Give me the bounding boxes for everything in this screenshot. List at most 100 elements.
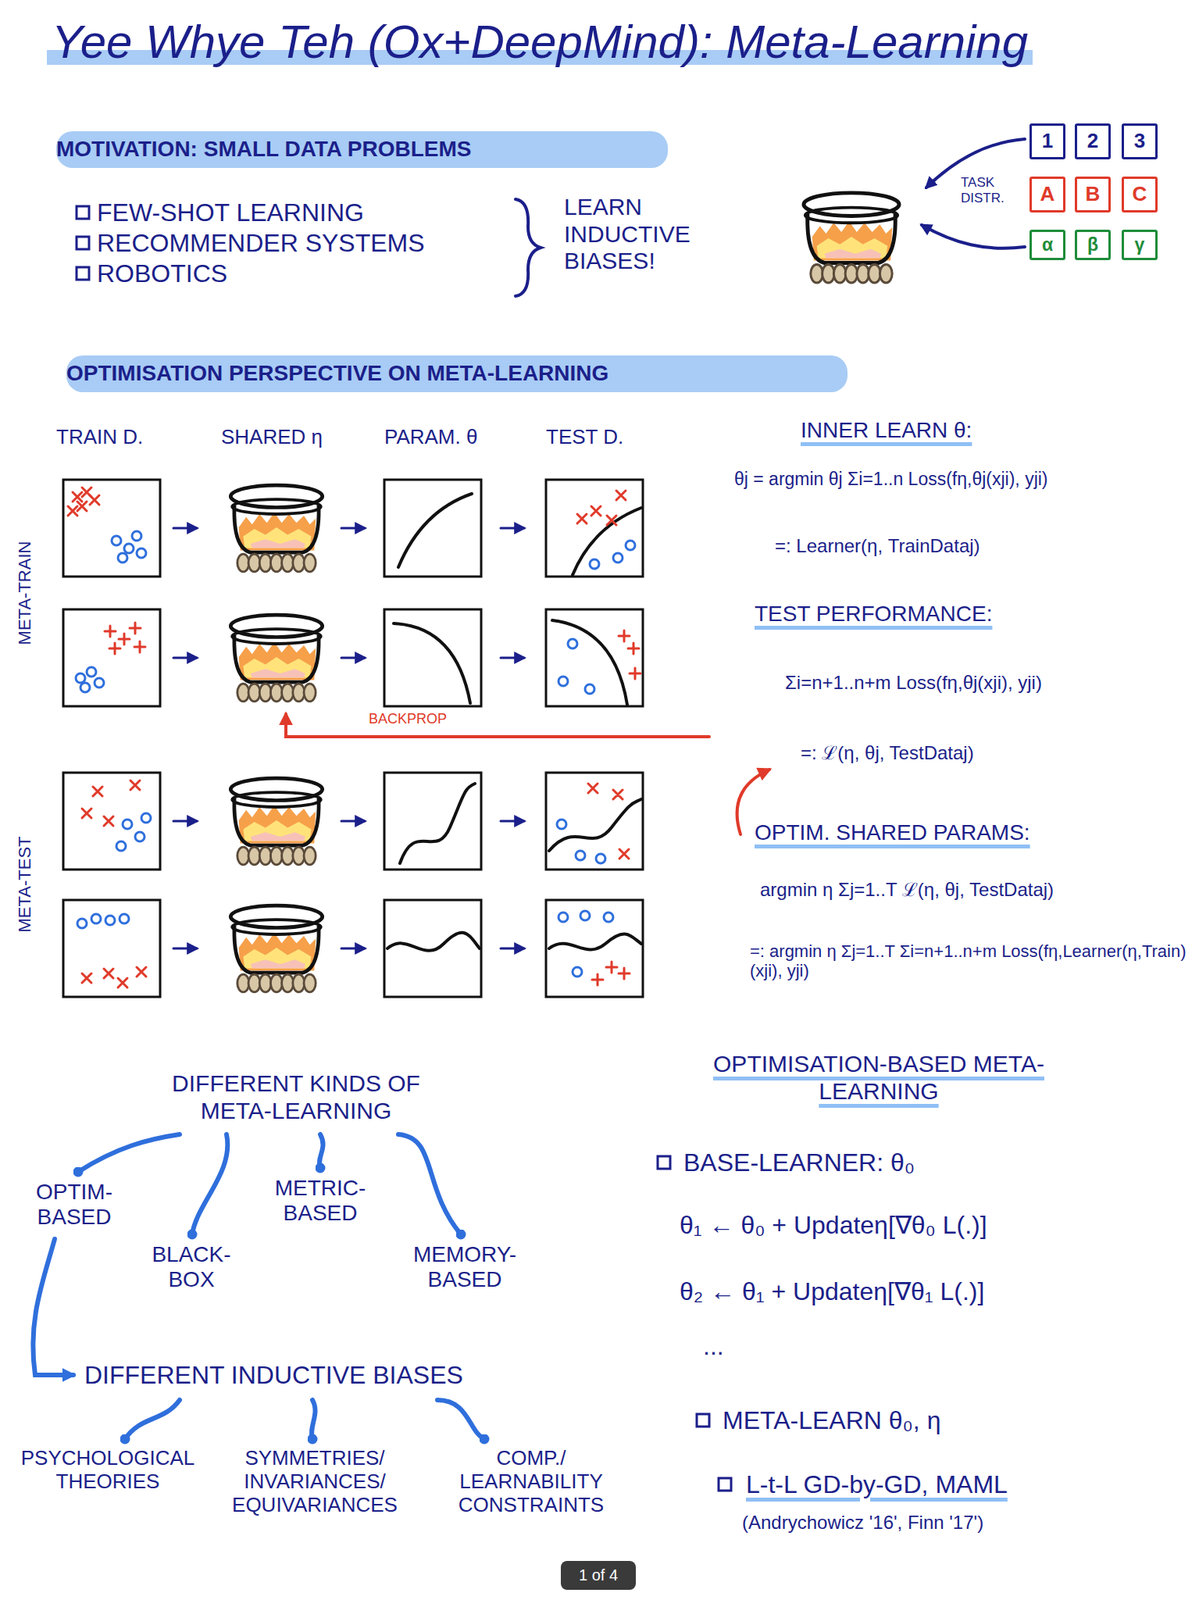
update-step: θ₁ ← θ₀ + Updateη[∇θ₀ L(.)] [679,1210,988,1240]
flow-arrow [173,947,197,950]
node-text: A [1040,182,1056,207]
decision-curve [398,493,472,568]
backprop-arrow [285,713,710,737]
plot-frame [63,772,161,870]
formula: θj = argmin θj Σi=1..n Loss(fη,θj(xji), … [734,468,1192,489]
data-point [629,667,641,679]
flow-arrow [500,656,525,660]
data-point [558,630,641,694]
data-point [77,501,87,511]
data-point [572,967,582,977]
tree-leaf: SYMMETRIES/ INVARIANCES/ EQUIVARIANCES [217,1446,413,1517]
row-header: META-TEST [14,835,35,932]
data-point [136,967,147,977]
data-point [628,642,639,654]
bullet-item: ROBOTICS [96,259,228,289]
data-point [567,638,578,649]
data-point [86,667,97,677]
bullet-square [76,267,90,280]
plot-frame [63,609,161,707]
data-point [130,780,140,790]
data-point [580,910,590,921]
data-point [589,559,600,569]
data-point [603,912,614,922]
bullet-item: RECOMMENDER SYSTEMS [96,228,425,258]
tree-branch [32,1238,74,1375]
node-text: OPTIMISATION PERSPECTIVE ON META-LEARNIN… [66,360,609,386]
plot-frame [63,899,161,997]
task-box: 2 [1074,123,1111,160]
data-point [606,961,618,973]
tree-root: DIFFERENT INDUCTIVE BIASES [84,1360,464,1390]
data-point [92,786,103,796]
data-point [75,622,146,693]
decision-curve [399,783,475,864]
formula: =: argmin η Σj=1..T Σi=n+1..n+m Loss(fη,… [749,941,1192,982]
decision-curve [549,934,642,950]
data-point [575,850,586,860]
plot-frame [384,772,482,870]
task-box: 1 [1029,123,1066,160]
decision-curve [549,799,642,851]
data-point [134,641,146,653]
flow-arrow [173,527,197,530]
data-point [556,783,629,864]
column-header: SHARED η [221,425,323,450]
data-point [117,553,128,563]
section-subheading: TEST PERFORMANCE: [754,601,993,627]
data-point [103,816,114,826]
data-point [103,968,114,978]
page-title: Yee Whye Teh (Ox+DeepMind): Meta-Learnin… [46,14,1033,71]
node-text: β [1087,234,1099,255]
plot-frame [545,479,643,577]
task-box: α [1029,229,1066,261]
task-box: γ [1121,229,1158,261]
data-point [135,831,145,842]
curly-bracket [515,199,541,297]
flow-arrow [500,820,525,823]
flow-arrow [341,527,365,530]
cauldron-icon [230,614,322,702]
data-point [141,813,151,823]
data-point [77,913,147,988]
cauldron-icon [803,192,900,283]
node-text: 3 [1134,129,1146,154]
data-point [119,913,129,924]
node-text: B [1085,182,1101,207]
tree-leaf: OPTIM-BASED [15,1179,133,1230]
node-text: 2 [1087,129,1099,154]
node-text: 1 [1041,129,1053,154]
tree-root: DIFFERENT KINDS OF META-LEARNING [167,1070,425,1125]
tree-leaf: METRIC-BASED [261,1175,379,1226]
bullet-square [76,236,90,250]
data-point [80,682,90,693]
plot-frame [384,609,482,707]
data-point [109,642,121,654]
bullet-square [657,1156,671,1169]
backprop-arrow [285,713,770,835]
data-point [122,819,133,829]
data-point [585,684,595,694]
tree-leaf: BLACK-BOX [140,1241,243,1292]
data-point [619,849,629,859]
cauldron-icon [230,485,322,993]
data-point [132,531,142,541]
tree-branch [192,1134,228,1235]
task-arrow [921,224,1025,249]
bullet-item: L-t-L GD-by-GD, MAML [745,1470,1008,1499]
bullet-item: BASE-LEARNER: θ₀ [683,1148,915,1178]
section-subheading: OPTIMISATION-BASED META-LEARNING [706,1050,1051,1105]
bullet-square [76,206,90,219]
decision-curve [387,932,480,951]
data-point [613,789,623,800]
plot-frame [545,772,643,870]
citation: (Andrychowicz '16', Finn '17') [742,1511,984,1534]
tree-leaf: COMP./ LEARNABILITY CONSTRAINTS [437,1446,625,1517]
data-point [136,548,147,558]
section-band: MOTIVATION: SMALL DATA PROBLEMS [56,131,668,168]
data-point [613,553,623,563]
data-point [592,974,604,985]
bullet-square [718,1477,732,1491]
data-point [117,977,128,988]
task-box: β [1074,229,1111,261]
